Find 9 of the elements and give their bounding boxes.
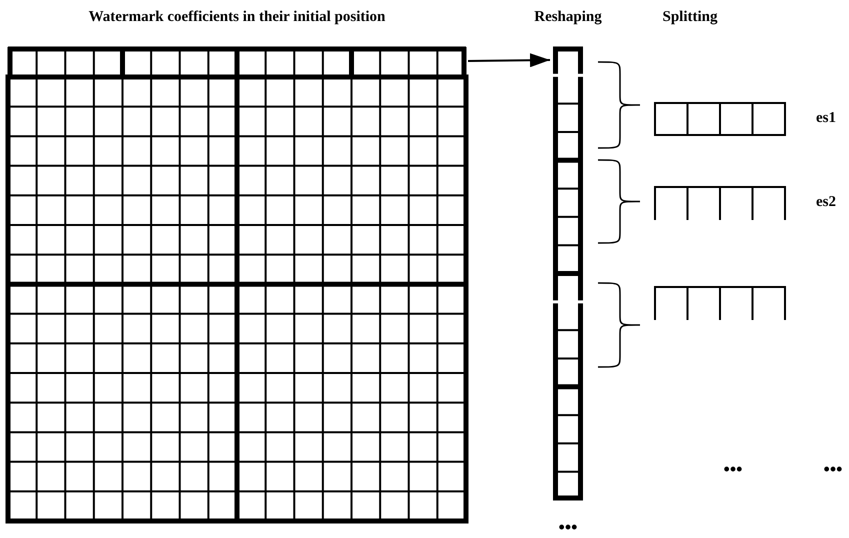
column-heading: Reshaping <box>534 10 602 25</box>
ellipsis-dots: ••• <box>724 460 742 478</box>
ellipsis-dots: ••• <box>824 460 842 478</box>
column-heading: Watermark coefficients in their initial position <box>88 10 386 25</box>
arrow <box>468 53 550 68</box>
ellipsis-dots: ••• <box>558 518 578 536</box>
column-heading: Splitting <box>662 10 718 25</box>
segment-label: es1 <box>816 111 836 126</box>
segment-label: es2 <box>816 195 836 210</box>
